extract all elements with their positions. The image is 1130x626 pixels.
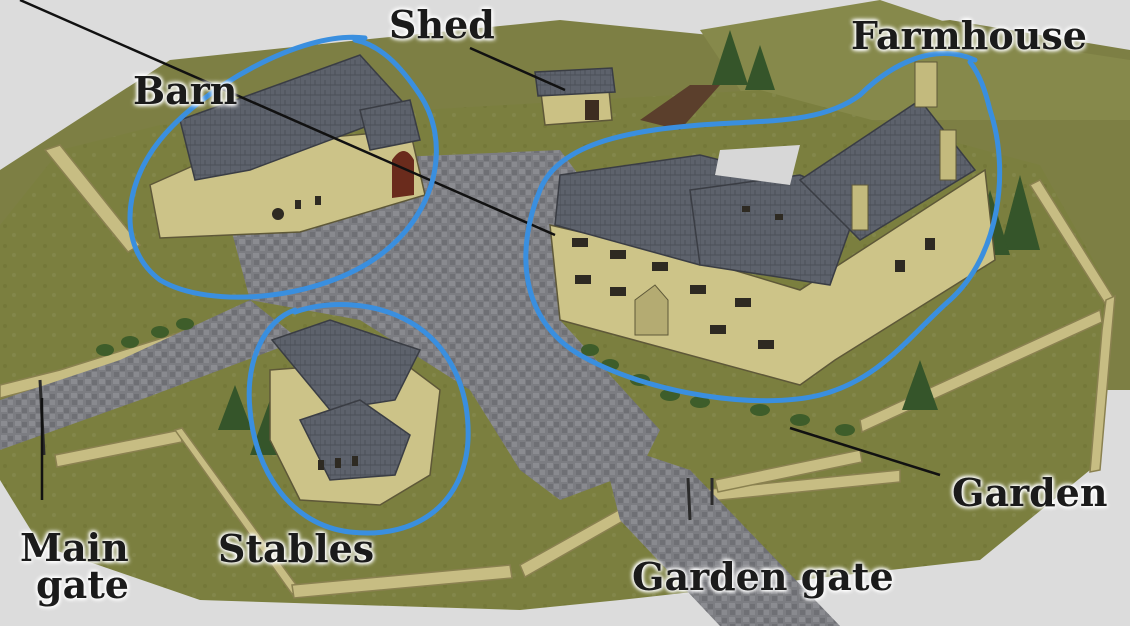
farmhouse-building bbox=[549, 61, 996, 386]
stables-highlight bbox=[246, 302, 471, 536]
stables-building bbox=[269, 319, 441, 506]
farmhouse-highlight bbox=[523, 51, 1003, 404]
highlight-outlines bbox=[127, 34, 1003, 536]
shed-building bbox=[534, 67, 616, 126]
label-barn: Barn bbox=[133, 68, 238, 113]
label-stables: Stables bbox=[218, 526, 375, 571]
barn-highlight bbox=[127, 34, 439, 300]
label-farmhouse: Farmhouse bbox=[851, 13, 1087, 58]
label-shed: Shed bbox=[389, 2, 495, 47]
barn-building bbox=[149, 54, 426, 239]
label-garden: Garden bbox=[952, 470, 1108, 515]
label-main-gate-line2: gate bbox=[36, 561, 129, 607]
pointer-lines bbox=[19, 0, 941, 500]
garden-pointer-line bbox=[789, 426, 941, 477]
label-garden-gate: Garden gate bbox=[632, 554, 894, 599]
shed-pointer-line bbox=[469, 46, 566, 92]
label-main-gate: Main gate bbox=[20, 525, 129, 607]
barn-pointer-line bbox=[19, 0, 556, 237]
label-main-gate-line1: Main bbox=[20, 525, 129, 570]
